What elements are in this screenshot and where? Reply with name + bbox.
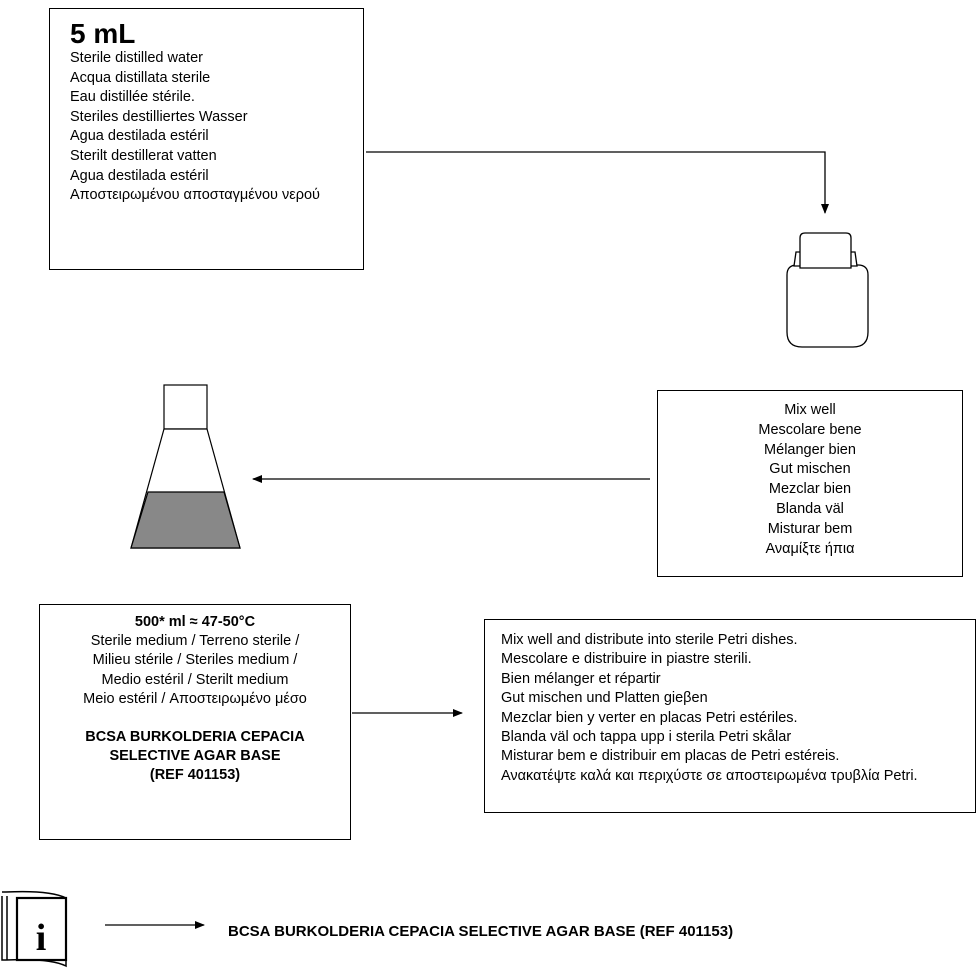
mix-line: Misturar bem <box>767 520 853 537</box>
mix-line: Gut mischen <box>769 461 851 478</box>
mix-line: Mezclar bien <box>768 481 852 498</box>
mix-line: Blanda väl <box>776 500 844 517</box>
distribute-line: Mezclar bien y verter en placas Petri es… <box>501 709 798 726</box>
mix-line: Mélanger bien <box>764 441 856 458</box>
mix-line: Αναμίξτε ήπια <box>765 540 855 557</box>
water-volume: 5 mL <box>70 18 136 49</box>
water-line: Steriles destilliertes Wasser <box>70 108 248 125</box>
medium-instructions-box: 500* ml ≈ 47-50°C Sterile medium / Terre… <box>39 604 351 840</box>
mix-line: Mescolare bene <box>758 421 862 438</box>
water-line: Agua destilada estéril <box>70 128 209 145</box>
medium-line: Medio estéril / Sterilt medium <box>101 671 289 688</box>
info-manual-icon <box>1 890 68 968</box>
water-line: Acqua distillata sterile <box>70 69 211 86</box>
product-name-line: SELECTIVE AGAR BASE <box>109 748 281 765</box>
flask-icon <box>130 384 241 549</box>
distribute-line: Bien mélanger et répartir <box>501 670 661 687</box>
water-line: Sterilt destillerat vatten <box>70 147 217 164</box>
distribute-instructions-box: Mix well and distribute into sterile Pet… <box>484 619 976 813</box>
distribute-line: Blanda väl och tappa upp i sterila Petri… <box>501 729 792 746</box>
product-ref: (REF 401153) <box>149 767 241 784</box>
distribute-line: Mix well and distribute into sterile Pet… <box>501 632 798 648</box>
water-line: Eau distillée stérile. <box>70 89 195 106</box>
medium-line: Meio estéril / Αποστειρωμένο μέσο <box>83 690 307 707</box>
distribute-line: Gut mischen und Platten gieβen <box>501 690 708 707</box>
water-line: Αποστειρωμένου αποσταγμένου νερού <box>70 187 320 204</box>
water-instructions-box: 5 mL Sterile distilled water Acqua disti… <box>49 8 364 270</box>
product-name-line: BCSA BURKOLDERIA CEPACIA <box>85 729 305 746</box>
mix-instructions-box: Mix well Mescolare bene Mélanger bien Gu… <box>657 390 963 577</box>
distribute-line: Mescolare e distribuire in piastre steri… <box>501 651 752 668</box>
medium-line: Sterile medium / Terreno sterile / <box>90 633 300 650</box>
info-i-glyph: i <box>36 917 47 959</box>
bottle-icon <box>786 232 869 348</box>
distribute-line: Misturar bem e distribuir em placas de P… <box>501 748 840 765</box>
water-line: Agua destilada estéril <box>70 167 209 184</box>
water-line: Sterile distilled water <box>70 50 203 66</box>
mix-line: Mix well <box>784 402 836 418</box>
footer-product-title: BCSA BURKOLDERIA CEPACIA SELECTIVE AGAR … <box>228 923 734 940</box>
medium-line: Milieu stérile / Steriles medium / <box>92 652 298 669</box>
medium-header: 500* ml ≈ 47-50°C <box>134 614 256 630</box>
arrow-water-to-bottle <box>366 151 829 214</box>
distribute-line-greek: Ανακατέψτε καλά και περιχύστε σε αποστει… <box>501 767 918 784</box>
